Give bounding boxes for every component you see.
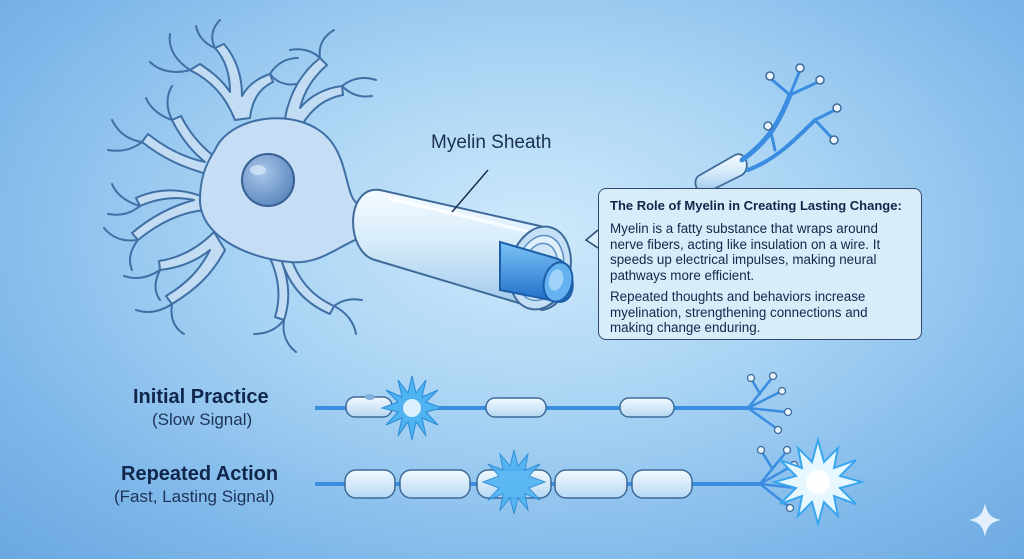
axon-terminal-upper — [694, 63, 842, 195]
neuron-cell-body — [198, 117, 402, 264]
info-box: The Role of Myelin in Creating Lasting C… — [598, 188, 922, 340]
info-box-title: The Role of Myelin in Creating Lasting C… — [610, 198, 902, 213]
sheath-pointer-line — [451, 169, 489, 213]
info-box-pointer — [584, 229, 599, 249]
sparkle-icon — [969, 503, 1001, 537]
info-box-paragraph-2: Repeated thoughts and behaviors increase… — [610, 289, 868, 335]
initial-practice-axon — [315, 371, 793, 441]
repeated-action-axon — [315, 436, 866, 528]
initial-practice-subtitle: (Slow Signal) — [152, 410, 253, 429]
myelin-sheath-label: Myelin Sheath — [431, 132, 552, 153]
initial-practice-title: Initial Practice — [133, 386, 269, 408]
nucleus-icon — [241, 153, 295, 207]
spark-icon — [481, 449, 547, 515]
myelin-sheath-cylinder — [352, 169, 574, 312]
neuron-dendrites — [103, 19, 377, 353]
repeated-action-subtitle: (Fast, Lasting Signal) — [114, 487, 275, 506]
info-box-paragraph-1: Myelin is a fatty substance that wraps a… — [610, 221, 881, 283]
repeated-action-title: Repeated Action — [121, 463, 279, 485]
